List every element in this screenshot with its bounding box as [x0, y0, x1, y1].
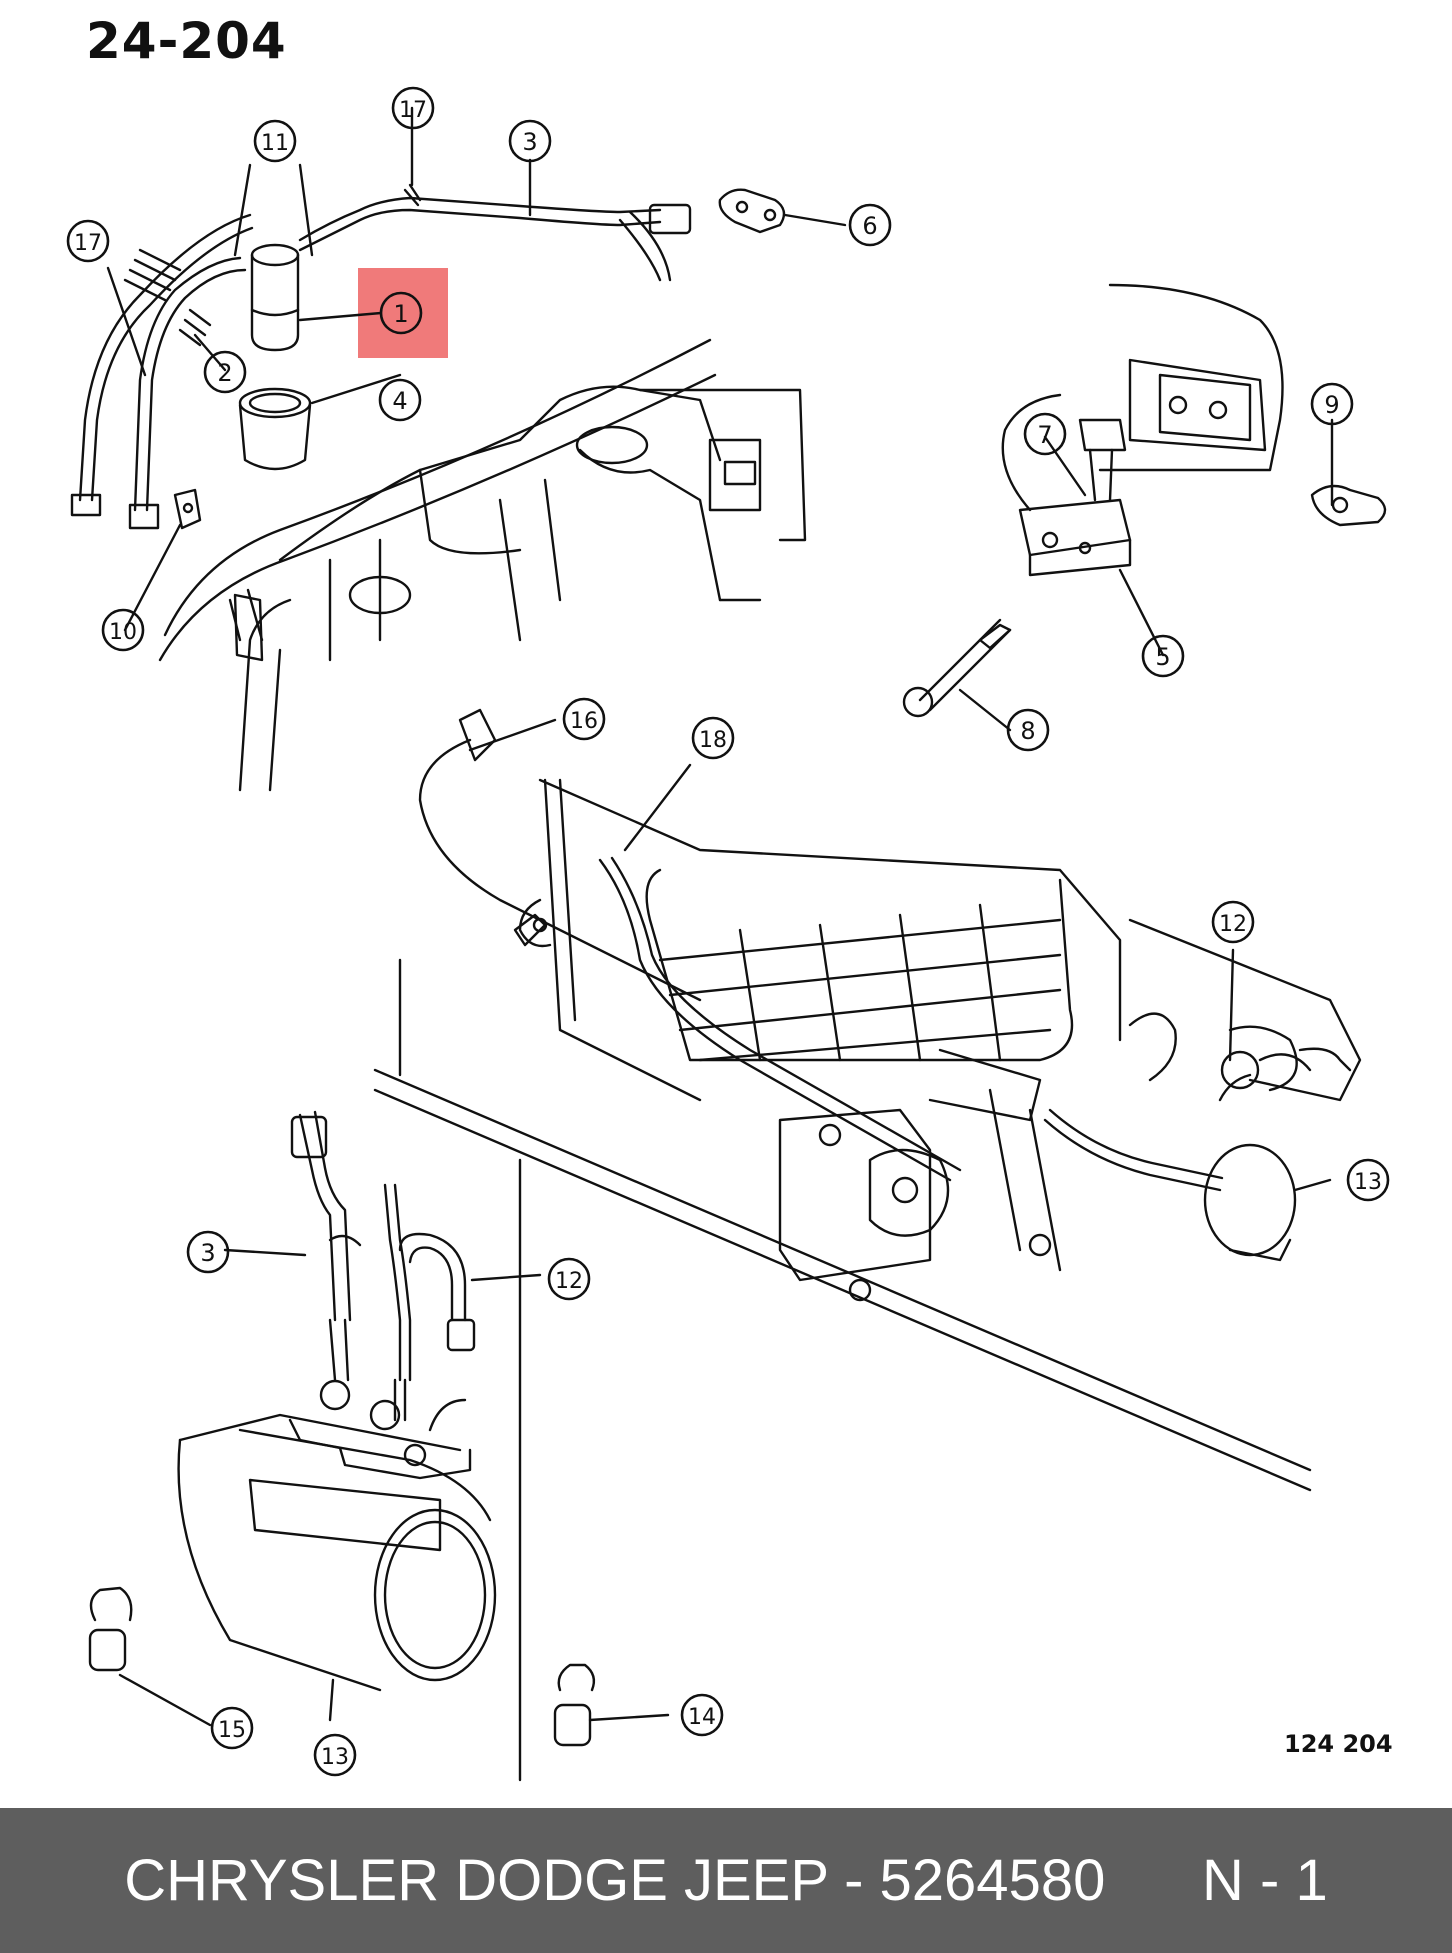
callout-17b-circle — [66, 219, 110, 263]
callout-13b-circle — [313, 1733, 357, 1777]
reference-code: 124 204 — [1284, 1730, 1393, 1758]
plate-part-6 — [718, 188, 786, 234]
body-panel — [158, 338, 807, 792]
callout-2-circle — [203, 350, 247, 394]
callout-12a: 12 — [1219, 912, 1247, 937]
hose-lines — [70, 183, 692, 530]
callout-18-circle — [691, 716, 735, 760]
callout-5-circle — [1141, 634, 1185, 678]
callout-17a: 17 — [399, 98, 427, 123]
callout-6-circle — [848, 203, 892, 247]
callout-3b-circle — [186, 1230, 230, 1274]
callout-11: 11 — [261, 131, 289, 156]
callout-14-circle — [680, 1693, 724, 1737]
callout-4: 4 — [392, 387, 407, 415]
callout-4-circle — [378, 378, 422, 422]
crossmember — [373, 918, 1362, 1492]
callout-1-circle — [379, 291, 423, 335]
callout-2: 2 — [217, 359, 232, 387]
callout-7-circle — [1023, 412, 1067, 456]
callout-3a: 3 — [522, 128, 537, 156]
callout-15: 15 — [218, 1718, 246, 1743]
footer-bar: CHRYSLER DODGE JEEP - 5264580 N - 1 — [0, 1808, 1452, 1953]
callout-7: 7 — [1037, 421, 1052, 449]
callout-13b: 13 — [321, 1745, 349, 1770]
callout-12b: 12 — [555, 1269, 583, 1294]
callout-15-circle — [210, 1706, 254, 1750]
callout-5: 5 — [1155, 643, 1170, 671]
callout-17b: 17 — [74, 231, 102, 256]
callout-17a-circle — [391, 86, 435, 130]
expansion-valve-area — [902, 283, 1387, 718]
callout-12a-circle — [1211, 900, 1255, 944]
callout-11-circle — [253, 119, 297, 163]
footer-text: CHRYSLER DODGE JEEP - 5264580 N - 1 — [124, 1848, 1328, 1913]
callout-labels: 1 2 3 4 5 6 7 8 9 10 11 12 12 13 13 14 1… — [74, 98, 1382, 1770]
diagram-drawing: 1 2 3 4 5 6 7 8 9 10 11 12 12 13 13 14 1… — [66, 86, 1390, 1782]
callout-14: 14 — [688, 1705, 716, 1730]
callout-8: 8 — [1020, 717, 1035, 745]
callout-3b: 3 — [200, 1239, 215, 1267]
drier-bracket — [238, 387, 312, 471]
callout-16: 16 — [570, 709, 598, 734]
leader-lines — [106, 106, 1334, 1727]
callout-6: 6 — [862, 212, 877, 240]
callout-10: 10 — [109, 620, 137, 645]
callout-9-circle — [1310, 382, 1354, 426]
callout-10-circle — [101, 608, 145, 652]
callout-12b-circle — [547, 1257, 591, 1301]
parts-diagram: 24-204 — [66, 12, 1393, 1782]
receiver-drier — [250, 243, 300, 352]
compressor — [88, 1110, 596, 1782]
callout-circles — [66, 86, 1390, 1777]
callout-3a-circle — [508, 119, 552, 163]
clip-part-10 — [173, 488, 202, 530]
callout-1: 1 — [393, 300, 408, 328]
callout-8-circle — [1006, 708, 1050, 752]
callout-13a-circle — [1346, 1158, 1390, 1202]
diagram-code: 24-204 — [86, 12, 287, 70]
callout-13a: 13 — [1354, 1170, 1382, 1195]
callout-16-circle — [562, 697, 606, 741]
callout-18: 18 — [699, 728, 727, 753]
callout-9: 9 — [1324, 391, 1339, 419]
condenser — [418, 708, 1122, 1182]
